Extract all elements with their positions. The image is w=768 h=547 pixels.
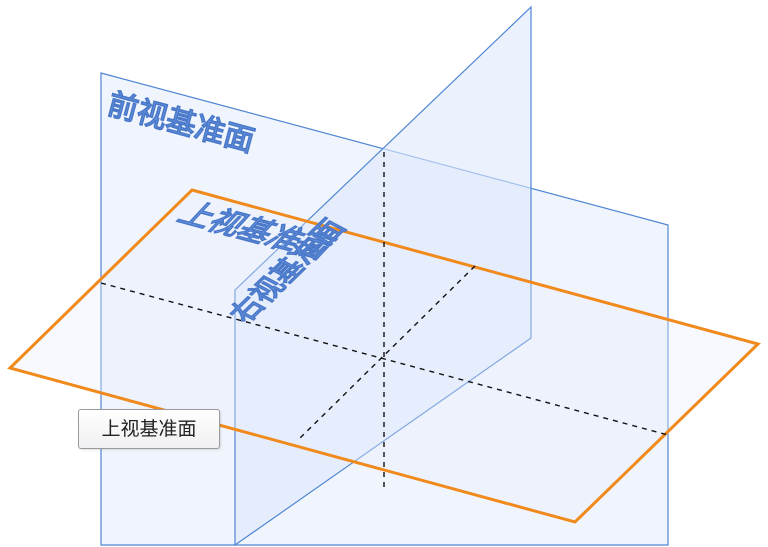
plane-tooltip: 上视基准面 bbox=[78, 409, 220, 449]
hidden-line-front-top bbox=[100, 282, 669, 436]
hidden-line-right-top bbox=[297, 265, 476, 441]
right-plane[interactable] bbox=[234, 5, 532, 547]
right-plane-face[interactable] bbox=[234, 5, 532, 547]
hidden-lines bbox=[100, 152, 669, 490]
